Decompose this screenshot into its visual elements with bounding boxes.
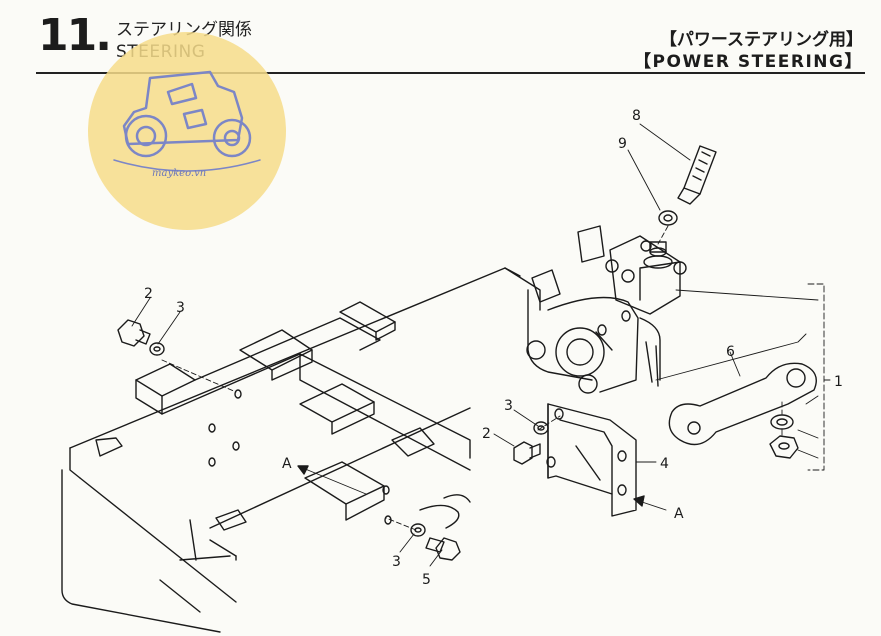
view-arrow-left	[297, 465, 309, 475]
callout-view-a-right: A	[674, 506, 684, 522]
callout-4: 4	[660, 456, 669, 472]
section-number: 11.	[38, 10, 112, 61]
callout-2-mid: 2	[482, 426, 491, 442]
callout-view-a-left: A	[282, 456, 292, 472]
watermark-text: maykeo.vn	[152, 168, 207, 179]
leader-lines	[131, 123, 831, 567]
variant-title-en: 【POWER STEERING】	[634, 52, 863, 72]
callout-6: 6	[726, 344, 735, 360]
callout-3-bottom: 3	[392, 554, 401, 570]
bolt-part-5	[425, 537, 461, 561]
callout-3-left: 3	[176, 300, 185, 316]
washer-part-3-mid	[533, 421, 549, 435]
nut-part	[769, 435, 799, 459]
callout-1: 1	[834, 374, 843, 390]
steering-shaft-part-8	[677, 145, 717, 205]
callout-2-left: 2	[144, 286, 153, 302]
bracket-part-4	[546, 403, 637, 517]
washer-part-3-bottom	[410, 523, 426, 537]
callout-5: 5	[422, 572, 431, 588]
variant-title-jp: 【パワーステアリング用】	[659, 30, 863, 50]
callout-3-mid: 3	[504, 398, 513, 414]
washer-part	[770, 414, 794, 430]
tractor-icon	[113, 70, 261, 172]
pitman-arm-part-6	[668, 362, 817, 446]
section-title-jp: ステアリング関係	[116, 20, 252, 40]
header-rule	[36, 72, 865, 74]
callout-8: 8	[632, 108, 641, 124]
chassis-frame	[61, 267, 541, 633]
steering-gearbox	[526, 225, 687, 394]
bolt-part-2-mid	[513, 441, 541, 465]
bolt-part-2-left	[117, 319, 151, 347]
watermark-logo	[88, 32, 286, 230]
callout-9: 9	[618, 136, 627, 152]
bushing-part-9	[658, 210, 678, 226]
washer-part-3-left	[149, 342, 165, 356]
view-arrow-right	[633, 495, 645, 507]
